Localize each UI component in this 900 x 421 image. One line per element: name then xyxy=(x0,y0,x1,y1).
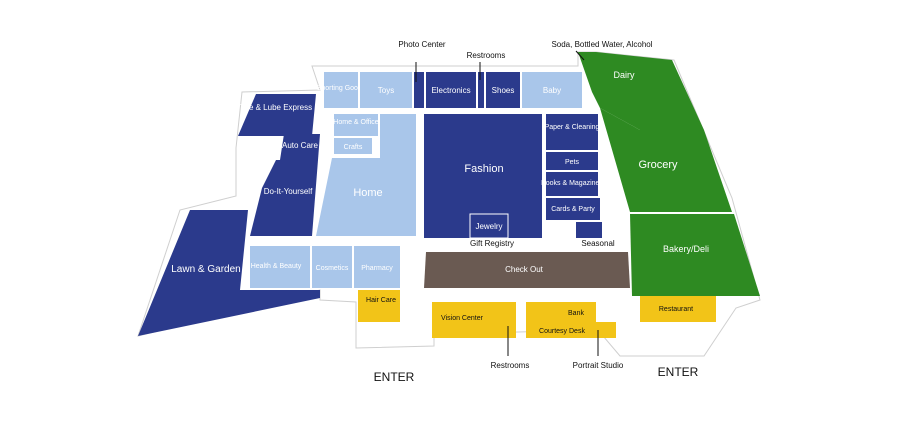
soda-water-alcohol-callout: Soda, Bottled Water, Alcohol xyxy=(551,40,652,49)
tire-lube-express-area[interactable]: Tire & Lube Express xyxy=(238,94,316,136)
restrooms-top-block[interactable] xyxy=(478,72,484,108)
cosmetics-label: Cosmetics xyxy=(316,265,349,272)
pharmacy-area[interactable]: Pharmacy xyxy=(354,246,400,288)
cosmetics-area[interactable]: Cosmetics xyxy=(312,246,352,288)
jewelry-label: Jewelry xyxy=(475,222,502,231)
bank-area[interactable]: Bank xyxy=(526,302,596,322)
portrait-studio-callout: Portrait Studio xyxy=(573,361,624,370)
lawn-garden-area[interactable]: Lawn & Garden xyxy=(138,210,320,336)
dairy-label: Dairy xyxy=(613,70,635,80)
auto-care-area[interactable]: Auto Care xyxy=(280,134,320,160)
seasonal-callout: Seasonal xyxy=(581,239,615,248)
hair-care-area[interactable]: Hair Care xyxy=(358,290,400,322)
home-label: Home xyxy=(353,187,382,199)
jewelry-area[interactable]: Jewelry xyxy=(469,213,509,239)
electronics-area[interactable]: Electronics xyxy=(426,72,476,108)
auto-care-label: Auto Care xyxy=(282,141,319,150)
books-magazines-area[interactable]: Books & Magazines xyxy=(541,172,603,196)
electronics-label: Electronics xyxy=(431,86,470,95)
paper-cleaning-label: Paper & Cleaning xyxy=(545,124,600,131)
shoes-area[interactable]: Shoes xyxy=(486,72,520,108)
enter-left-label[interactable]: ENTER xyxy=(374,370,415,384)
restrooms-bottom-callout: Restrooms xyxy=(491,361,530,370)
pharmacy-label: Pharmacy xyxy=(361,265,393,272)
bank-label: Bank xyxy=(568,310,584,317)
toys-label: Toys xyxy=(378,86,394,95)
home-office-area[interactable]: Home & Office xyxy=(333,114,379,136)
enter-right-label[interactable]: ENTER xyxy=(658,365,699,379)
check-out-label: Check Out xyxy=(505,265,544,274)
baby-area[interactable]: Baby xyxy=(522,72,582,108)
courtesy-desk-label: Courtesy Desk xyxy=(539,328,585,335)
health-beauty-area[interactable]: Health & Beauty xyxy=(250,246,310,288)
books-magazines-label: Books & Magazines xyxy=(541,180,603,187)
paper-cleaning-area[interactable]: Paper & Cleaning xyxy=(545,114,600,150)
baby-label: Baby xyxy=(543,86,561,95)
photo-center-callout: Photo Center xyxy=(398,40,445,49)
vision-center-area[interactable]: Vision Center xyxy=(432,302,516,338)
sporting-goods-label: Sporting Goods xyxy=(317,85,366,92)
vision-center-label: Vision Center xyxy=(441,315,484,322)
sporting-goods-area[interactable]: Sporting Goods xyxy=(317,72,366,108)
seasonal-block[interactable] xyxy=(576,222,602,238)
check-out-area[interactable]: Check Out xyxy=(424,252,630,288)
hair-care-label: Hair Care xyxy=(366,297,396,304)
entrances: ENTER ENTER xyxy=(374,365,699,384)
courtesy-desk-area[interactable]: Courtesy Desk xyxy=(526,322,616,338)
bakery-deli-area[interactable]: Bakery/Deli xyxy=(630,214,760,296)
gift-registry-callout: Gift Registry xyxy=(470,239,514,248)
do-it-yourself-label: Do-It-Yourself xyxy=(264,187,313,196)
lawn-garden-label: Lawn & Garden xyxy=(171,264,241,275)
pets-label: Pets xyxy=(565,159,580,166)
restrooms-top-callout: Restrooms xyxy=(467,51,506,60)
photo-center-block[interactable] xyxy=(414,72,424,108)
callouts: Photo Center Restrooms Soda, Bottled Wat… xyxy=(398,40,652,370)
grocery-area[interactable]: Grocery xyxy=(600,108,732,212)
fashion-label: Fashion xyxy=(464,163,503,175)
pets-area[interactable]: Pets xyxy=(546,152,598,170)
crafts-area[interactable]: Crafts xyxy=(334,138,372,154)
home-area[interactable]: Home xyxy=(316,114,416,236)
tire-lube-express-label: Tire & Lube Express xyxy=(240,103,312,112)
crafts-label: Crafts xyxy=(344,144,363,151)
shoes-label: Shoes xyxy=(492,86,515,95)
cards-party-area[interactable]: Cards & Party xyxy=(546,198,600,220)
dairy-area[interactable]: Dairy xyxy=(578,52,704,130)
grocery-label: Grocery xyxy=(638,159,678,171)
home-office-label: Home & Office xyxy=(333,119,378,126)
health-beauty-label: Health & Beauty xyxy=(251,263,302,270)
toys-area[interactable]: Toys xyxy=(360,72,412,108)
bakery-deli-label: Bakery/Deli xyxy=(663,244,709,254)
cards-party-label: Cards & Party xyxy=(551,206,595,213)
do-it-yourself-area[interactable]: Do-It-Yourself xyxy=(250,160,318,236)
restaurant-label: Restaurant xyxy=(659,306,693,313)
restaurant-area[interactable]: Restaurant xyxy=(640,296,716,322)
